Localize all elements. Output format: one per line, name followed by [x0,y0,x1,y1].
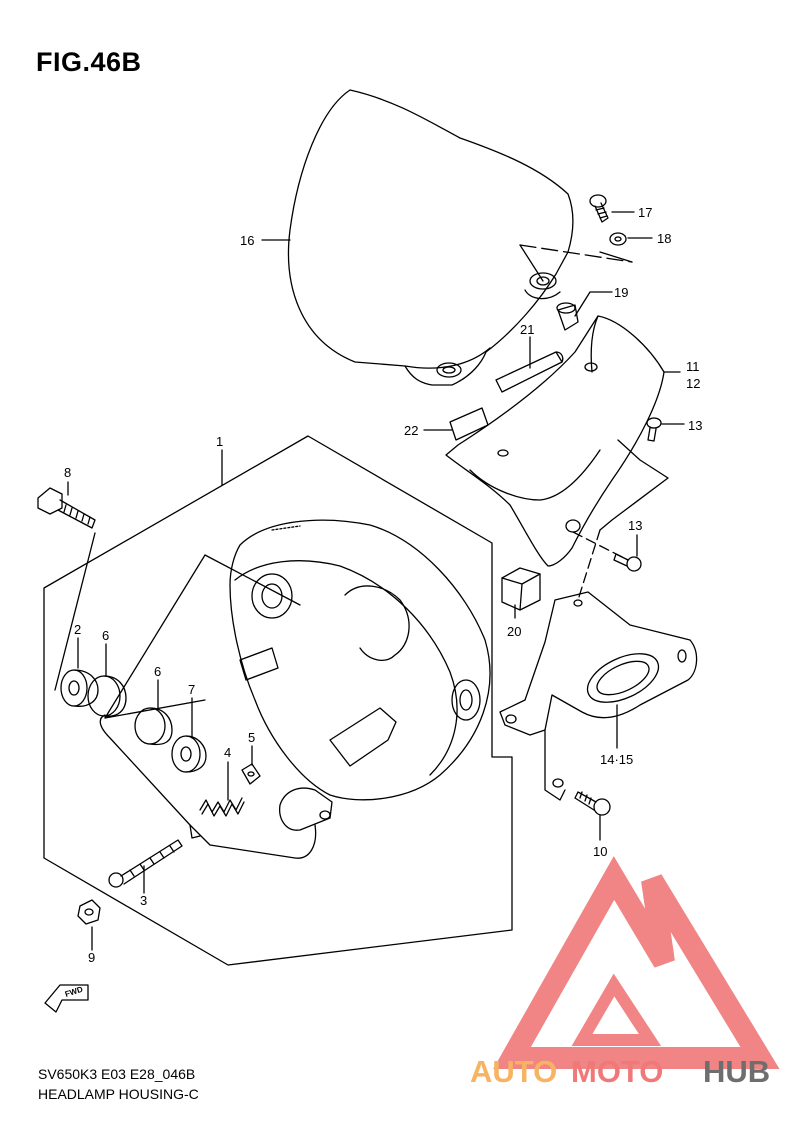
visor-part-16 [287,89,574,386]
watermark-auto: AUTO [470,1054,557,1089]
housing-bowl [229,519,491,801]
callout-4: 4 [224,745,231,760]
rubber-block-part-20 [501,567,541,611]
grommet-part-6-a [87,675,127,717]
spring-part-4 [199,797,245,817]
callout-14-15: 14·15 [600,752,633,767]
grommet-part-6-b [134,707,173,746]
callout-3: 3 [140,893,147,908]
callout-22: 22 [404,423,418,438]
callout-7: 7 [188,682,195,697]
grommet-part-2 [60,669,99,707]
screw-part-17 [589,194,609,223]
callout-8: 8 [64,465,71,480]
grommet-part-19 [556,302,579,331]
diagram-name: HEADLAMP HOUSING-C [38,1086,199,1102]
fwd-arrow-shape [44,984,89,1013]
automotohub-logo-mark [493,856,780,1069]
watermark-hub: HUB [703,1054,770,1089]
cushion-part-21 [495,351,564,393]
callout-17: 17 [638,205,652,220]
washer-part-7 [171,735,207,773]
nut-part-9 [77,899,101,925]
callout-19: 19 [614,285,628,300]
bolt-part-3 [108,839,183,888]
callout-9: 9 [88,950,95,965]
pad-part-22 [449,407,489,441]
adjuster-bracket [99,714,333,859]
bolt-part-10 [574,791,611,816]
callout-11: 11 [686,359,700,374]
callout-2: 2 [74,622,81,637]
diagram-code: SV650K3 E03 E28_046B [38,1066,196,1082]
watermark-moto: MOTO [571,1054,663,1089]
bracket-part-14-15 [499,591,698,801]
callout-1: 1 [216,434,223,449]
callout-6-a: 6 [102,628,109,643]
bolt-part-8 [37,487,96,529]
callout-13-upper: 13 [688,418,702,433]
callout-13-lower: 13 [628,518,642,533]
callout-21: 21 [520,322,534,337]
callout-16: 16 [240,233,254,248]
screw-part-13-upper [646,417,662,442]
callout-6-b: 6 [154,664,161,679]
callout-12: 12 [686,376,700,391]
washer-part-18 [609,232,627,246]
callout-20: 20 [507,624,521,639]
nut-part-5 [241,763,261,785]
callout-10: 10 [593,844,607,859]
figure-title: FIG.46B [36,47,142,77]
cover-part-11-12 [445,315,669,567]
callout-5: 5 [248,730,255,745]
callout-18: 18 [657,231,671,246]
assembly-frame-1 [43,435,513,966]
